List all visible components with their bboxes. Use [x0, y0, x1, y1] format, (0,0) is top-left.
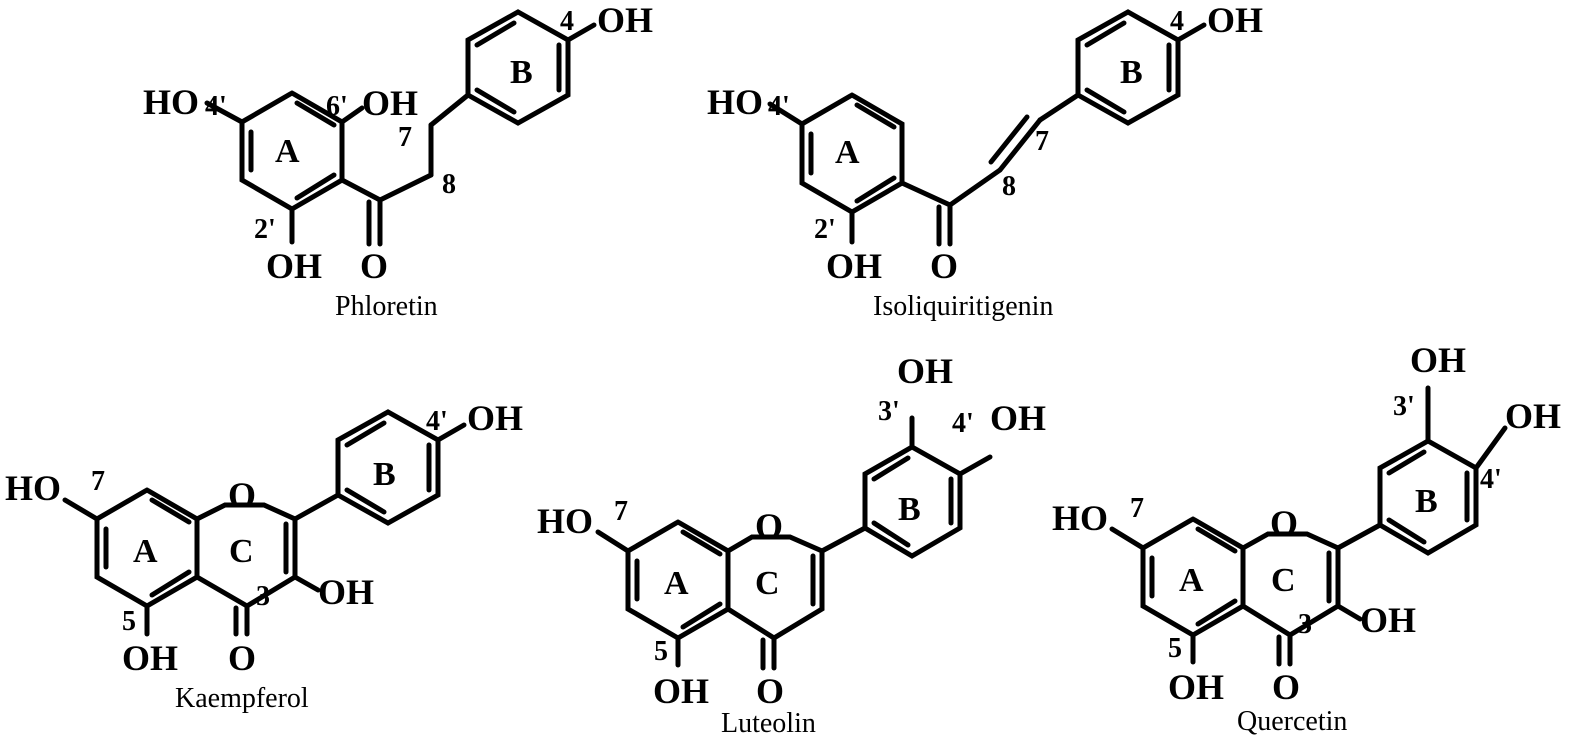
phloretin-atom: OH: [597, 0, 653, 40]
quercetin-ring-label: B: [1415, 483, 1438, 520]
phloretin-name: Phloretin: [335, 291, 438, 322]
phloretin-position-number: 8: [442, 169, 456, 200]
isoliquiritigenin-position-number: 2': [814, 214, 836, 245]
quercetin-atom: OH: [1168, 667, 1224, 707]
kaempferol-position-number: 7: [91, 466, 105, 497]
quercetin-ring-label: C: [1271, 562, 1296, 599]
phloretin-position-number: 6': [326, 91, 348, 122]
luteolin-position-number: 7: [614, 496, 628, 527]
quercetin-position-number: 7: [1130, 493, 1144, 524]
phloretin-position-number: 2': [254, 214, 276, 245]
kaempferol-structure: OH HO O OH OH O 4' 7 5 3 A B C Kaempfero…: [5, 398, 523, 714]
phloretin-ring-label: A: [275, 133, 300, 170]
phloretin-position-number: 4': [205, 91, 227, 122]
phloretin-atom: HO: [143, 82, 199, 122]
isoliquiritigenin-position-number: 4: [1170, 6, 1184, 37]
phloretin-position-number: 7: [398, 122, 412, 153]
luteolin-position-number: 3': [878, 396, 900, 427]
isoliquiritigenin-atom: HO: [707, 82, 763, 122]
isoliquiritigenin-name: Isoliquiritigenin: [873, 291, 1053, 322]
quercetin-position-number: 3': [1393, 391, 1415, 422]
phloretin-atom: OH: [266, 246, 322, 286]
luteolin-ring-label: C: [755, 565, 780, 602]
kaempferol-atom: OH: [318, 572, 374, 612]
phloretin-position-number: 4: [560, 6, 574, 37]
quercetin-atom: OH: [1505, 396, 1561, 436]
luteolin-structure: OH OH HO O OH O 3' 4' 7 5 A B C Luteolin: [537, 351, 1046, 737]
isoliquiritigenin-position-number: 7: [1035, 126, 1049, 157]
isoliquiritigenin-atom: OH: [826, 246, 882, 286]
isoliquiritigenin-position-number: 4': [768, 91, 790, 122]
kaempferol-position-number: 4': [426, 406, 448, 437]
quercetin-atom: HO: [1052, 498, 1108, 538]
kaempferol-atom: OH: [122, 638, 178, 678]
kaempferol-atom: O: [228, 638, 256, 678]
kaempferol-atom: OH: [467, 398, 523, 438]
kaempferol-ring-label: A: [133, 533, 158, 570]
luteolin-atom: OH: [897, 351, 953, 391]
quercetin-ring-label: A: [1179, 562, 1204, 599]
isoliquiritigenin-ring-label: B: [1120, 54, 1143, 91]
quercetin-position-number: 5: [1168, 633, 1182, 664]
luteolin-atom: OH: [990, 398, 1046, 438]
luteolin-atom: O: [756, 671, 784, 711]
isoliquiritigenin-ring-label: A: [835, 134, 860, 171]
quercetin-atom: OH: [1410, 340, 1466, 380]
kaempferol-atom: HO: [5, 468, 61, 508]
quercetin-atom: OH: [1360, 600, 1416, 640]
quercetin-name: Quercetin: [1237, 706, 1347, 737]
kaempferol-position-number: 5: [122, 606, 136, 637]
isoliquiritigenin-structure: OH HO OH O 4 4' 2' 7 8 A B Isoliquiritig…: [707, 0, 1263, 322]
luteolin-ring-label: B: [898, 491, 921, 528]
quercetin-position-number: 4': [1480, 464, 1502, 495]
phloretin-atom: OH: [362, 83, 418, 123]
kaempferol-ring-label: C: [229, 533, 254, 570]
kaempferol-atom: O: [228, 475, 256, 515]
phloretin-ring-label: B: [510, 54, 533, 91]
quercetin-position-number: 3: [1298, 609, 1312, 640]
luteolin-name: Luteolin: [721, 708, 816, 737]
isoliquiritigenin-position-number: 8: [1002, 171, 1016, 202]
luteolin-atom: O: [755, 506, 783, 546]
isoliquiritigenin-atom: OH: [1207, 0, 1263, 40]
luteolin-position-number: 4': [952, 408, 974, 439]
kaempferol-ring-label: B: [373, 456, 396, 493]
luteolin-position-number: 5: [654, 636, 668, 667]
luteolin-ring-label: A: [664, 565, 689, 602]
phloretin-structure: OH HO OH OH O 4 4' 6' 2' 7 8 A B Phloret…: [143, 0, 653, 322]
phloretin-atom: O: [360, 246, 388, 286]
kaempferol-position-number: 3: [256, 581, 270, 612]
luteolin-atom: OH: [653, 671, 709, 711]
luteolin-atom: HO: [537, 501, 593, 541]
isoliquiritigenin-atom: O: [930, 246, 958, 286]
quercetin-atom: O: [1270, 503, 1298, 543]
quercetin-atom: O: [1272, 667, 1300, 707]
kaempferol-name: Kaempferol: [175, 683, 309, 714]
quercetin-structure: OH OH HO O OH OH O 3' 4' 7 5 3 A B C Que…: [1052, 340, 1561, 737]
